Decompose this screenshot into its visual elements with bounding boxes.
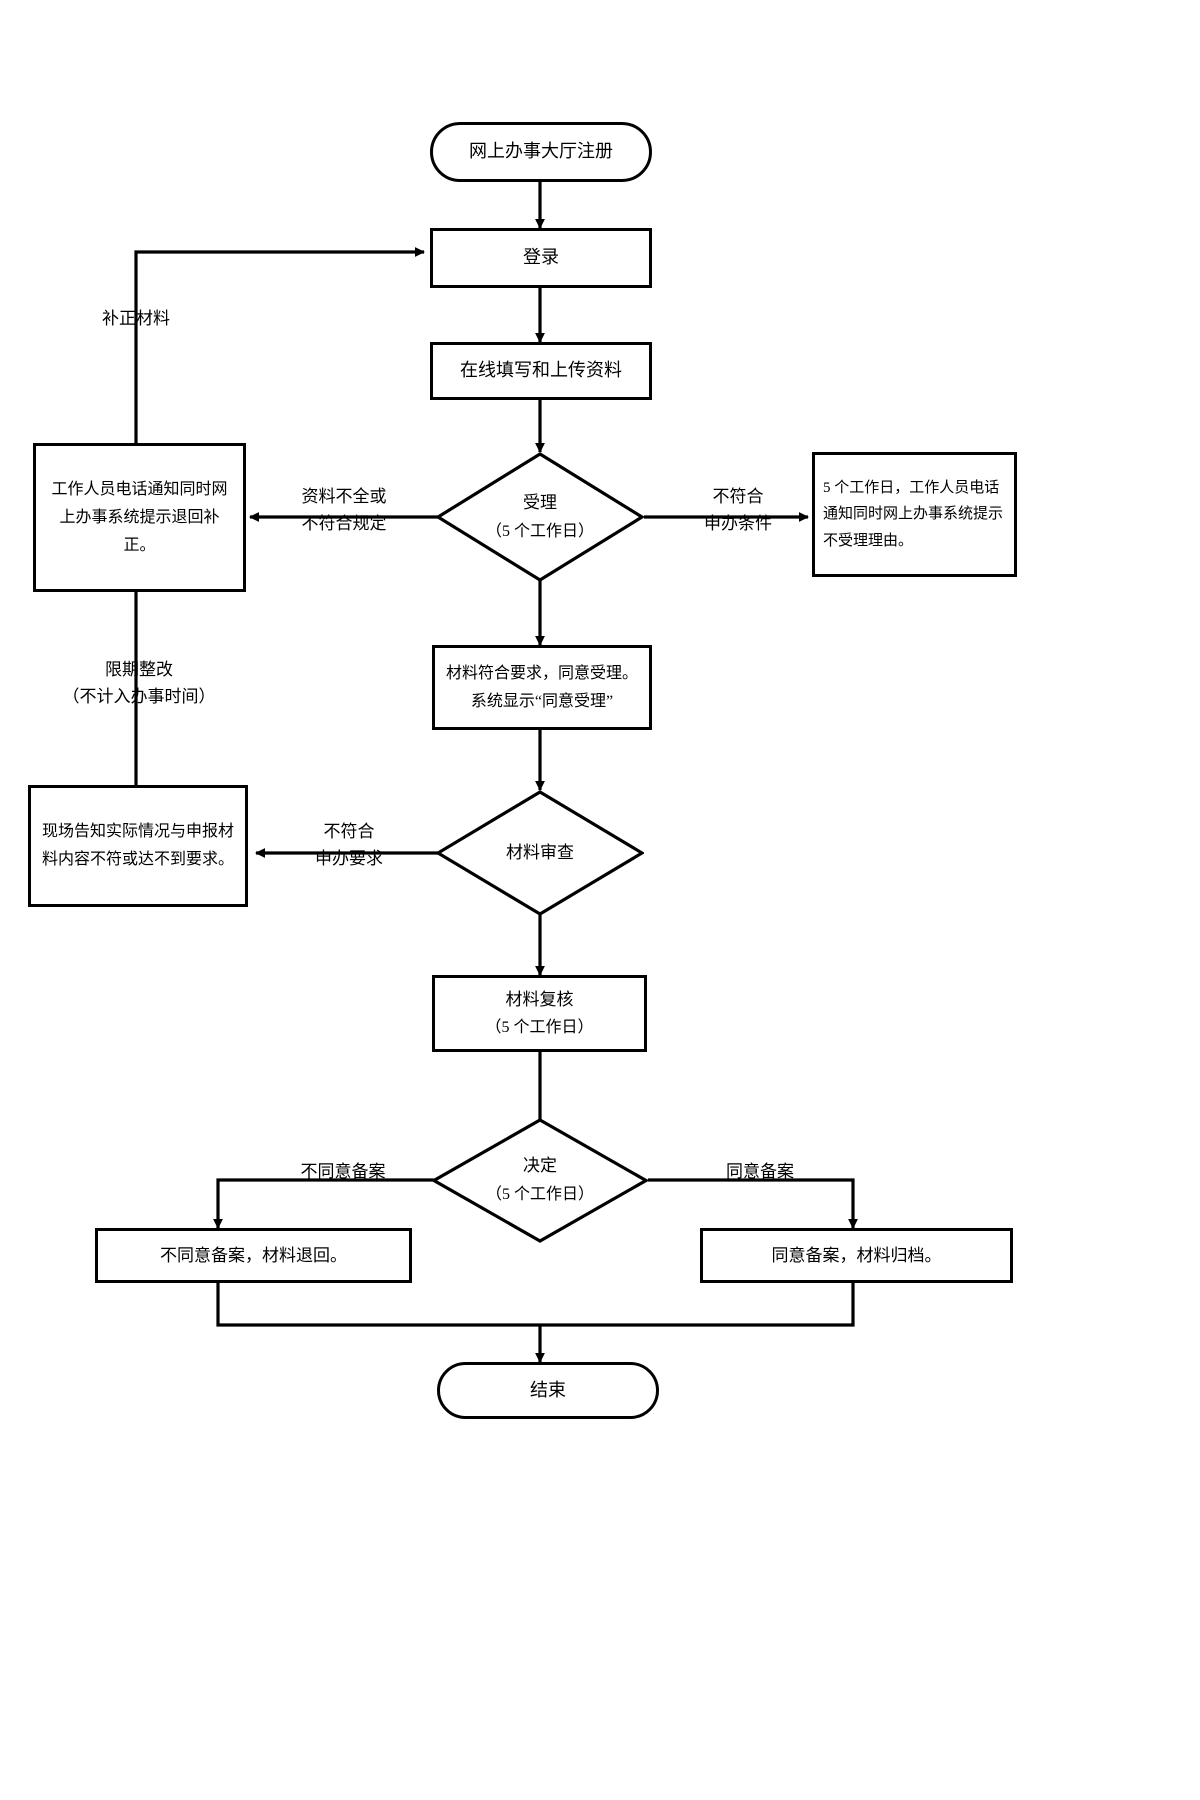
node-not-accept-reason[interactable]: 5 个工作日，工作人员电话通知同时网上办事系统提示不受理理由。 — [812, 452, 1017, 577]
node-decision[interactable]: 决定 （5 个工作日） — [432, 1118, 648, 1243]
edge-agree-join — [540, 1283, 855, 1327]
node-end[interactable]: 结束 — [437, 1362, 659, 1419]
node-reject-return[interactable]: 不同意备案，材料退回。 — [95, 1228, 412, 1283]
edge-label-rectify-deadline: 限期整改 （不计入办事时间） — [62, 660, 216, 707]
node-accepted-note-label: 材料符合要求，同意受理。系统显示“同意受理” — [445, 664, 638, 710]
node-material-recheck[interactable]: 材料复核 （5 个工作日） — [432, 975, 647, 1052]
node-register[interactable]: 网上办事大厅注册 — [430, 122, 652, 182]
decision-shape-accept — [436, 452, 644, 582]
node-decision-line2: （5 个工作日） — [485, 1186, 594, 1204]
node-decision-line1: 决定 — [523, 1156, 557, 1176]
edge-staffnotify-login-loop — [134, 247, 425, 443]
edge-reject-join — [216, 1283, 540, 1327]
decision-shape-review — [436, 790, 644, 916]
node-onsite-notice-label: 现场告知实际情况与申报材料内容不符或达不到要求。 — [41, 823, 234, 868]
node-staff-notify-return-label: 工作人员电话通知同时网上办事系统提示退回补正。 — [51, 480, 228, 554]
node-accept-decision-line1: 受理 — [523, 492, 557, 512]
edge-label-incomplete-or-noncompliant: 资料不全或 不符合规定 — [301, 487, 387, 534]
node-reject-return-label: 不同意备案，材料退回。 — [160, 1245, 347, 1265]
node-register-label: 网上办事大厅注册 — [469, 141, 613, 162]
node-agree-archive[interactable]: 同意备案，材料归档。 — [700, 1228, 1013, 1283]
edge-label-supplement-material: 补正材料 — [102, 309, 170, 328]
node-material-recheck-line1: 材料复核 — [505, 989, 574, 1009]
node-accepted-note[interactable]: 材料符合要求，同意受理。系统显示“同意受理” — [432, 645, 652, 730]
node-login-label: 登录 — [523, 247, 559, 268]
node-not-accept-reason-label: 5 个工作日，工作人员电话通知同时网上办事系统提示不受理理由。 — [823, 480, 1004, 549]
node-fill-upload-label: 在线填写和上传资料 — [460, 360, 622, 381]
edge-decision-reject — [213, 1178, 434, 1229]
node-login[interactable]: 登录 — [430, 228, 652, 288]
edge-label-not-meet-requirements: 不符合 申办要求 — [315, 822, 383, 869]
decision-shape-final — [432, 1118, 648, 1243]
node-fill-upload[interactable]: 在线填写和上传资料 — [430, 342, 652, 400]
edge-label-disagree-filing: 不同意备案 — [300, 1162, 386, 1181]
node-material-review[interactable]: 材料审查 — [436, 790, 644, 916]
node-accept-decision[interactable]: 受理 （5 个工作日） — [436, 452, 644, 582]
node-end-label: 结束 — [530, 1379, 566, 1400]
edge-label-agree-filing: 同意备案 — [726, 1162, 794, 1181]
edge-label-not-meet-conditions: 不符合 申办条件 — [704, 487, 772, 534]
node-material-review-label: 材料审查 — [506, 842, 574, 862]
edge-decision-agree — [648, 1178, 858, 1229]
node-agree-archive-label: 同意备案，材料归档。 — [771, 1245, 942, 1265]
node-staff-notify-return[interactable]: 工作人员电话通知同时网上办事系统提示退回补正。 — [33, 443, 246, 592]
node-material-recheck-line2: （5 个工作日） — [485, 1019, 594, 1037]
node-accept-decision-line2: （5 个工作日） — [485, 522, 594, 540]
node-onsite-notice[interactable]: 现场告知实际情况与申报材料内容不符或达不到要求。 — [28, 785, 248, 907]
